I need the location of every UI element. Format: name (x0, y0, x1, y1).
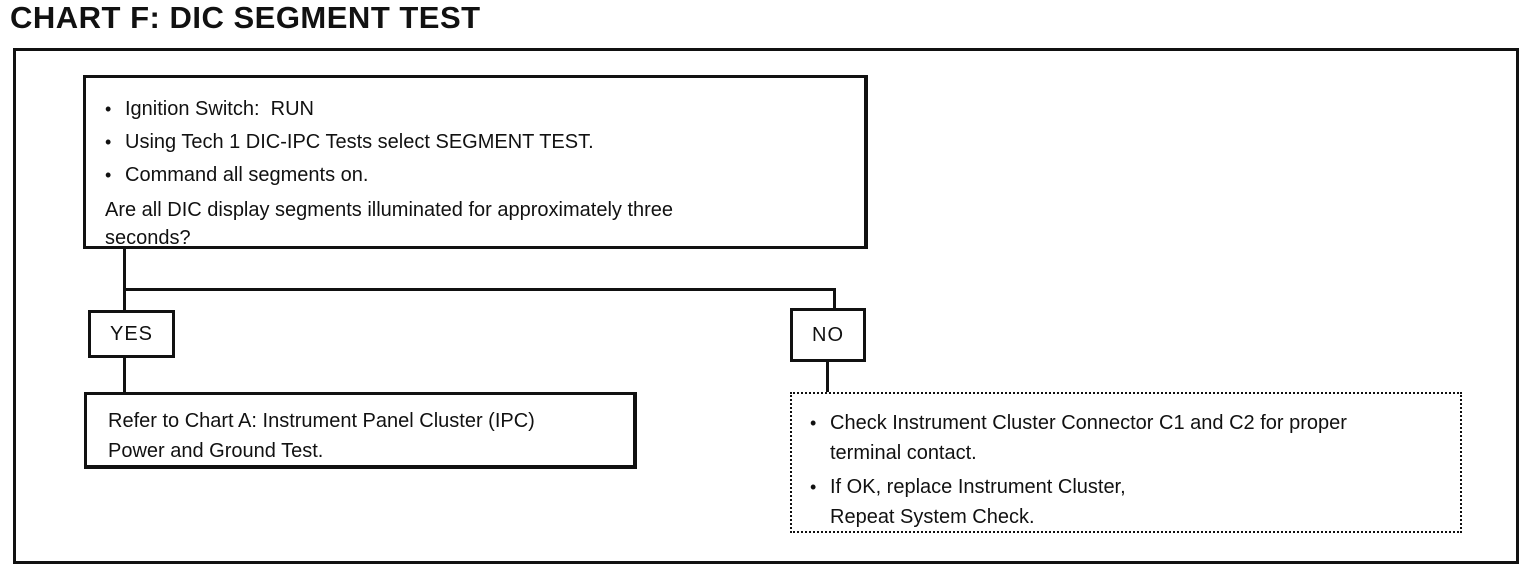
connector-branch-horizontal (123, 288, 836, 291)
yes-outcome-box: Refer to Chart A: Instrument Panel Clust… (84, 392, 637, 469)
procedure-step: • Using Tech 1 DIC-IPC Tests select SEGM… (105, 130, 846, 155)
step-text: Check Instrument Cluster Connector C1 an… (830, 412, 1347, 464)
connector-down-to-no (833, 288, 836, 310)
step-text: Using Tech 1 DIC-IPC Tests select SEGMEN… (125, 131, 594, 153)
connector-yes-to-outcome (123, 356, 126, 393)
no-box: NO (790, 308, 866, 362)
bullet-icon: • (810, 413, 817, 433)
no-outcome-box: • Check Instrument Cluster Connector C1 … (790, 392, 1462, 533)
step-text: If OK, replace Instrument Cluster, Repea… (830, 476, 1126, 528)
segment-test-question: Are all DIC display segments illuminated… (105, 199, 674, 249)
procedure-step: • Command all segments on. (105, 163, 846, 188)
outcome-step: • Check Instrument Cluster Connector C1 … (810, 408, 1448, 468)
bullet-icon: • (105, 132, 112, 152)
yes-outcome-text: Refer to Chart A: Instrument Panel Clust… (108, 410, 535, 462)
step-text: Command all segments on. (125, 164, 369, 186)
connector-no-to-outcome (826, 360, 829, 393)
bullet-icon: • (105, 165, 112, 185)
yes-label: YES (109, 322, 154, 345)
yes-box: YES (88, 310, 175, 358)
outcome-step: • If OK, replace Instrument Cluster, Rep… (810, 472, 1448, 532)
step-text: Ignition Switch: RUN (125, 98, 314, 120)
no-label: NO (812, 323, 844, 346)
procedure-step: • Ignition Switch: RUN (105, 97, 846, 122)
page-title: CHART F: DIC SEGMENT TEST (10, 0, 481, 35)
connector-down-from-condition (123, 249, 126, 310)
condition-box: • Ignition Switch: RUN • Using Tech 1 DI… (83, 75, 868, 249)
bullet-icon: • (810, 477, 817, 497)
bullet-icon: • (105, 99, 112, 119)
